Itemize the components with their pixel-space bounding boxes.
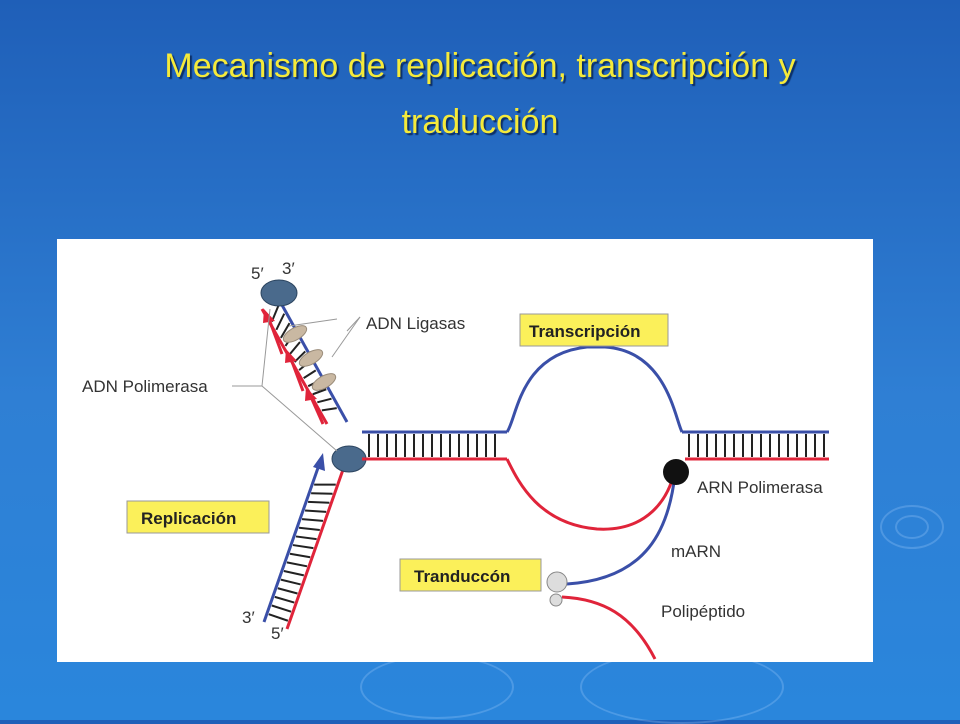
diagram-svg: 5′ 3′ ADN Ligasas ADN Polimerasa Transcr… xyxy=(57,239,873,662)
label-polipeptido: Polipéptido xyxy=(661,602,745,621)
label-3-prime-top: 3′ xyxy=(282,259,295,278)
base-pair xyxy=(276,314,284,330)
base-pair xyxy=(299,528,320,530)
label-marn: mARN xyxy=(671,542,721,561)
base-pair xyxy=(272,606,291,612)
base-pair xyxy=(296,536,317,539)
title-line-2: traducción xyxy=(0,94,960,150)
label-transcripcion: Transcripción xyxy=(529,322,640,341)
label-adn-ligasas: ADN Ligasas xyxy=(366,314,465,333)
slide-title: Mecanismo de replicación, transcripción … xyxy=(0,38,960,150)
polipeptido-chain xyxy=(562,597,655,659)
base-pair xyxy=(275,597,294,603)
base-pair xyxy=(293,545,313,548)
leading-arrow-head xyxy=(313,453,325,471)
label-arn-polimerasa: ARN Polimerasa xyxy=(697,478,823,497)
ligase-2 xyxy=(297,346,326,369)
base-pair xyxy=(322,408,337,410)
base-pair xyxy=(278,588,298,593)
base-pair xyxy=(302,519,323,521)
base-pair xyxy=(269,614,288,621)
base-pair xyxy=(287,562,307,566)
label-adn-polimerasa: ADN Polimerasa xyxy=(82,377,208,396)
label-replicacion: Replicación xyxy=(141,509,236,528)
ripple-decoration xyxy=(895,515,929,539)
base-pair xyxy=(305,511,326,512)
base-pair xyxy=(308,502,329,503)
lower-arm-blue-strand xyxy=(264,465,319,622)
arn-polimerasa-dot xyxy=(663,459,689,485)
base-pair xyxy=(281,580,301,585)
label-3-prime-bottom: 3′ xyxy=(242,608,255,627)
title-line-1: Mecanismo de replicación, transcripción … xyxy=(0,38,960,94)
label-tranduccion: Tranduccón xyxy=(414,567,510,586)
base-pair xyxy=(304,370,316,378)
lower-arm-red-strand xyxy=(287,464,345,629)
dna-diagram: 5′ 3′ ADN Ligasas ADN Polimerasa Transcr… xyxy=(57,239,873,662)
ribosome-small xyxy=(550,594,562,606)
bubble-blue-strand xyxy=(507,347,682,432)
base-pair xyxy=(317,399,331,403)
label-5-prime-bottom: 5′ xyxy=(271,624,284,643)
base-pair xyxy=(290,554,310,558)
base-pair xyxy=(284,571,304,575)
ribosome-large xyxy=(547,572,567,592)
base-pair xyxy=(290,342,300,354)
dna-polimerasa-fork xyxy=(332,446,366,472)
bubble-red-strand xyxy=(507,459,675,529)
ripple-decoration xyxy=(360,655,514,719)
label-5-prime-top: 5′ xyxy=(251,264,264,283)
dna-polimerasa-top xyxy=(261,280,297,306)
